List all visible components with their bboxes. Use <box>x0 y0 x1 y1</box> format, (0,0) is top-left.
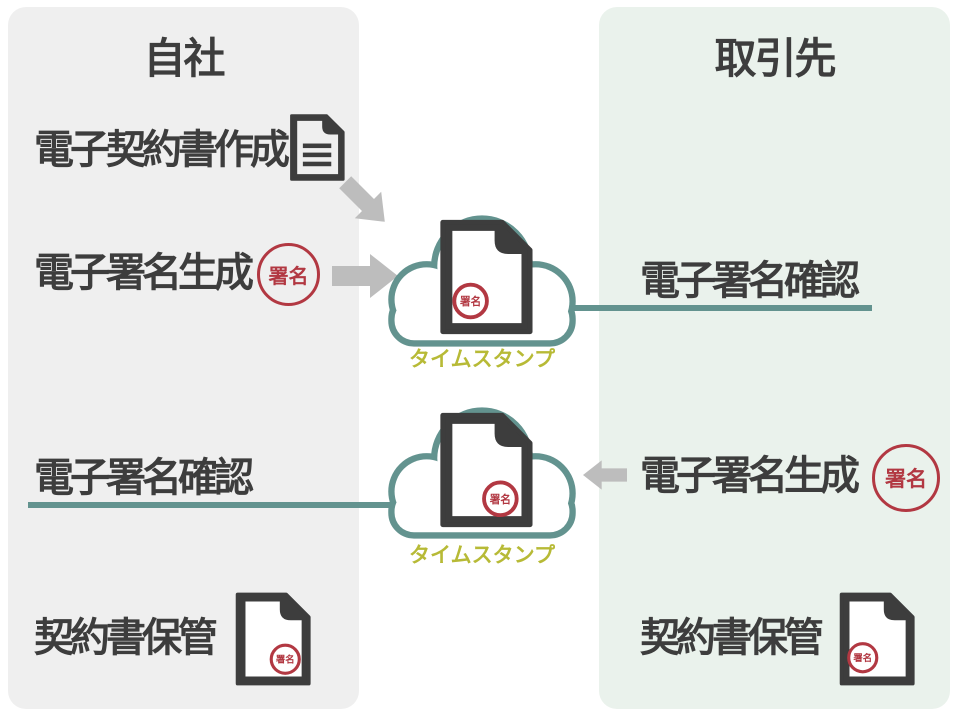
timestamp-label-lower: タイムスタンプ <box>409 543 555 567</box>
step-contract-storage-label-left: 契約書保管 <box>34 615 218 661</box>
stamp-label: 署名 <box>885 467 927 491</box>
connector-line-upper <box>540 305 872 311</box>
step-signature-generation-label-right: 電子署名生成 <box>640 453 860 499</box>
document-lines-icon <box>290 114 345 181</box>
partner-panel: 取引先 <box>599 7 950 709</box>
arrow-left-icon <box>583 460 627 490</box>
step-signature-verification-label-right: 電子署名確認 <box>640 258 860 304</box>
signature-stamp-right: 署名 <box>872 444 940 512</box>
stamp-label: 署名 <box>459 295 481 308</box>
step-contract-creation-label: 電子契約書作成 <box>34 127 290 173</box>
stored-document-icon-left: 署名 <box>235 592 311 686</box>
stamp-label: 署名 <box>489 493 511 506</box>
stored-document-icon-right: 署名 <box>839 592 915 686</box>
partner-title: 取引先 <box>714 34 836 83</box>
cloud-document-icon-lower: 署名 <box>440 412 533 528</box>
step-signature-generation-label-left: 電子署名生成 <box>34 250 254 296</box>
step-contract-storage-label-right: 契約書保管 <box>640 615 824 661</box>
arrow-downright-icon <box>339 176 385 222</box>
timestamp-label-upper: タイムスタンプ <box>409 347 555 371</box>
arrow-right-icon <box>332 254 398 298</box>
stamp-label: 署名 <box>268 264 309 288</box>
own-company-title: 自社 <box>143 34 225 83</box>
stamp-label: 署名 <box>275 654 295 666</box>
step-signature-verification-label-left: 電子署名確認 <box>34 455 254 501</box>
signature-stamp-left: 署名 <box>257 243 320 306</box>
stamp-label: 署名 <box>852 652 872 664</box>
cloud-document-icon-upper: 署名 <box>440 219 533 335</box>
connector-line-lower <box>28 502 390 508</box>
